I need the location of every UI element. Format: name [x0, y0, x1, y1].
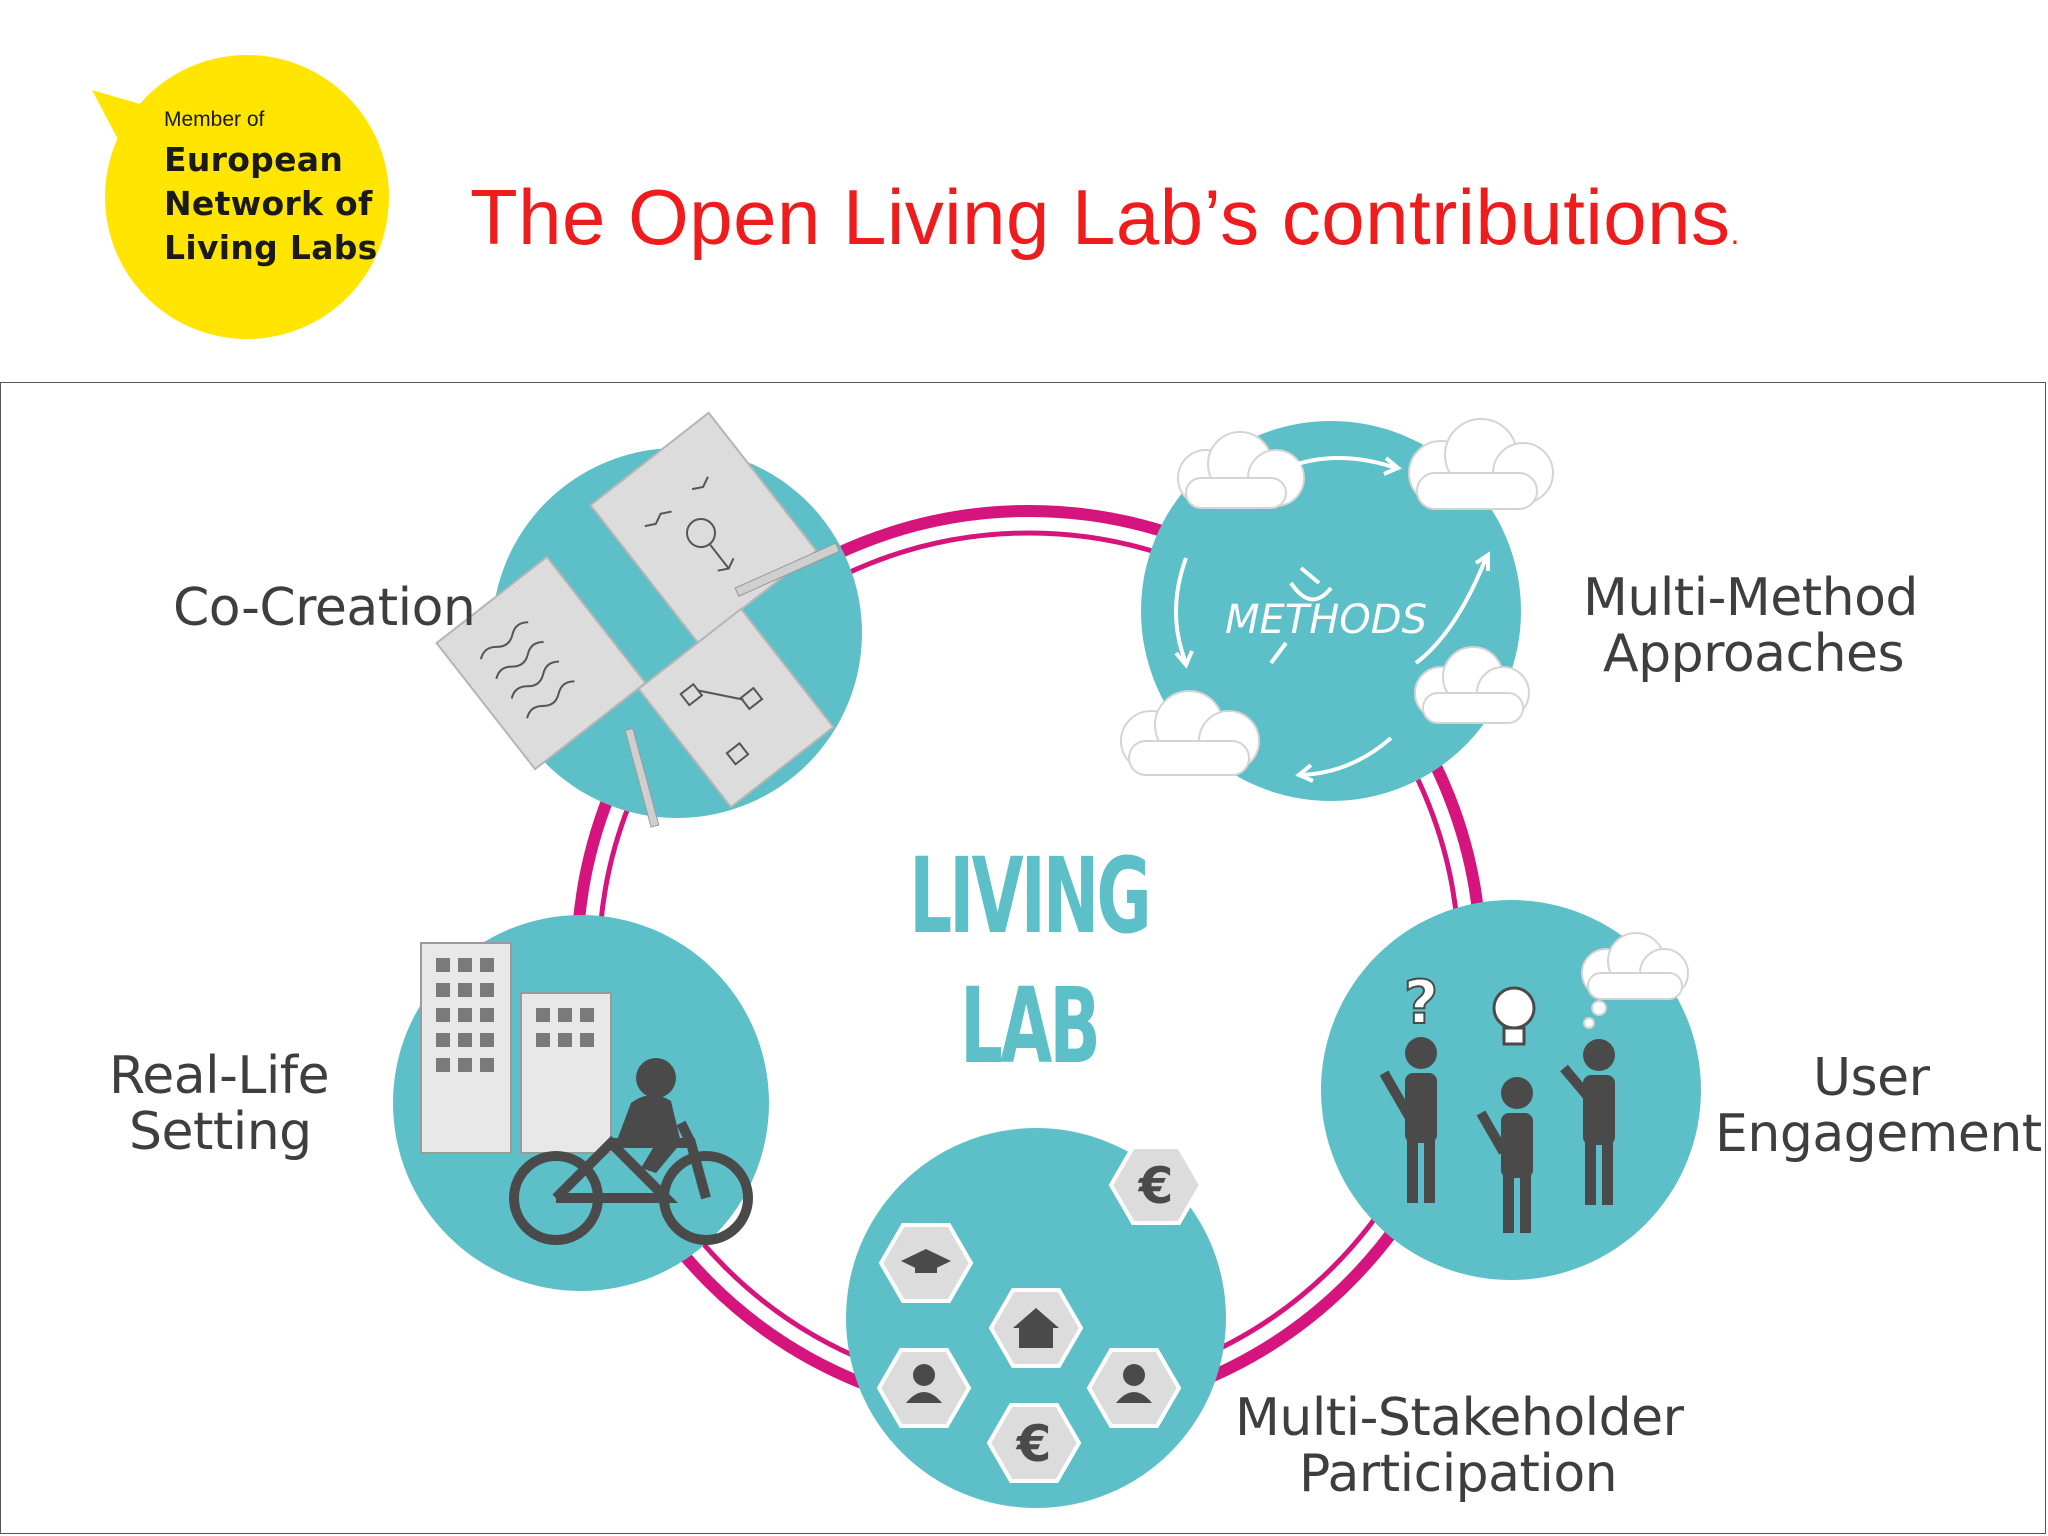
center-lab: LAB	[960, 965, 1101, 1087]
svg-text:?: ?	[1404, 968, 1439, 1038]
label-multi-method: Multi-Method	[1583, 568, 1918, 628]
slide-title-suffix: .	[1730, 215, 1740, 251]
badge-network-of: Network of	[164, 184, 373, 224]
stakeholder-hexagons-icon: € €	[846, 1128, 1226, 1508]
svg-text:€: €	[1138, 1157, 1174, 1215]
diagram-graphics: METHODS	[393, 411, 1701, 1508]
label-setting: Setting	[129, 1102, 312, 1162]
buildings-cyclist-icon	[393, 915, 769, 1291]
label-real-life: Real-Life	[109, 1046, 330, 1106]
badge-member-of: Member of	[164, 108, 265, 131]
label-co-creation: Co-Creation	[173, 578, 476, 638]
label-engagement: Engagement	[1715, 1104, 2042, 1164]
label-multi-stakeholder: Multi-Stakeholder	[1235, 1388, 1684, 1448]
living-lab-diagram: METHODS	[0, 382, 2046, 1534]
slide-title: The Open Living Lab’s contributions.	[470, 172, 1740, 263]
people-ideas-icon: ?	[1321, 900, 1701, 1280]
badge-living-labs: Living Labs	[164, 228, 378, 268]
slide-header: Member of European Network of Living Lab…	[0, 0, 2048, 380]
badge-text: Member of European Network of Living Lab…	[164, 108, 384, 270]
svg-text:€: €	[1016, 1415, 1052, 1473]
lightbulb-icon	[1492, 986, 1536, 1046]
label-approaches: Approaches	[1603, 624, 1905, 684]
notes-sketch-icon	[435, 411, 862, 828]
clouds-arrows-icon: METHODS	[1120, 418, 1554, 801]
methods-text: METHODS	[1225, 597, 1427, 643]
speech-bubble-icon	[92, 55, 389, 339]
label-participation: Participation	[1299, 1444, 1618, 1504]
center-living: LIVING	[909, 835, 1151, 957]
badge-european: European	[164, 140, 344, 180]
enoll-member-badge: Member of European Network of Living Lab…	[92, 52, 412, 342]
slide-title-text: The Open Living Lab’s contributions	[470, 173, 1731, 261]
label-user: User	[1813, 1048, 1930, 1108]
